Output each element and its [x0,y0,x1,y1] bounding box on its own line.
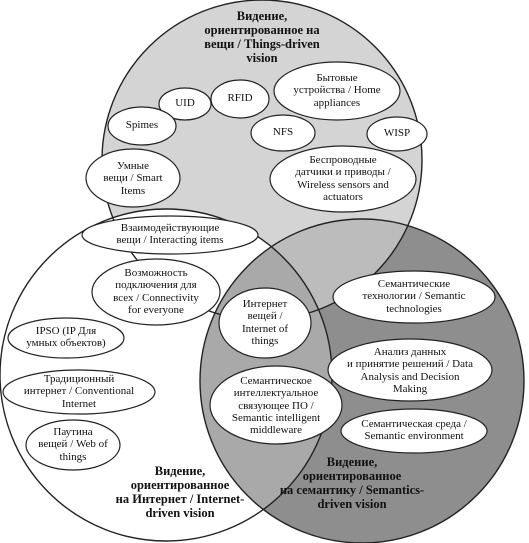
wisp-oval [366,116,428,152]
data-analysis-oval [327,338,493,402]
smart-items-oval [85,148,181,208]
spimes-oval [107,106,177,146]
data-analysis-label: Анализ данных и принятие решений / Data … [347,346,473,395]
uid-oval [158,87,212,121]
semantic-middleware-oval [209,365,343,445]
wireless-sensors-label: Беспроводные датчики и приводы / Wireles… [295,154,391,203]
interacting-items-oval [81,215,259,255]
connectivity-label: Возможность подключения для всех / Conne… [113,267,199,316]
interacting-items-label: Взаимодействующие вещи / Interacting ite… [116,222,224,247]
nfs-oval [250,114,316,152]
smart-items-label: Умные вещи / Smart Items [103,160,163,197]
ipso-oval [7,317,125,359]
spimes-label: Spimes [125,119,159,131]
rfid-label: RFID [227,92,253,104]
things-vision-title: Видение, ориентированное на вещи / Thing… [204,9,320,65]
semantic-env-oval [340,408,488,454]
conventional-internet-oval [2,369,156,415]
wisp-label: WISP [383,127,411,139]
iot-label: Интернет вещей / Internet of things [241,298,289,347]
home-appliances-oval [273,61,401,121]
conventional-internet-label: Традиционный интернет / Conventional Int… [23,373,135,410]
semantics-circle-outline [199,218,525,543]
web-of-things-label: Паутина вещей / Web of things [38,426,108,463]
wireless-sensors-oval [269,145,417,213]
semantic-tech-label: Семантические технологии / Semantic tech… [362,278,466,315]
semantic-tech-oval [332,270,496,324]
semantic-middleware-label: Семантическое интеллектуальное связующее… [231,375,321,437]
iot-oval [218,287,312,359]
semantics-vision-title: Видение, ориентированное на семантику / … [279,455,425,511]
connectivity-oval [91,258,221,326]
home-appliances-label: Бытовые устройства / Home appliances [293,72,381,109]
rfid-oval [210,79,270,119]
ipso-label: IPSO (IP Для умных объектов) [26,325,106,350]
semantic-env-label: Семантическая среда / Semantic environme… [361,418,467,443]
internet-vision-title: Видение, ориентированное на Интернет / I… [115,464,245,520]
uid-label: UID [175,97,195,109]
web-of-things-oval [25,419,121,471]
nfs-label: NFS [272,126,294,138]
